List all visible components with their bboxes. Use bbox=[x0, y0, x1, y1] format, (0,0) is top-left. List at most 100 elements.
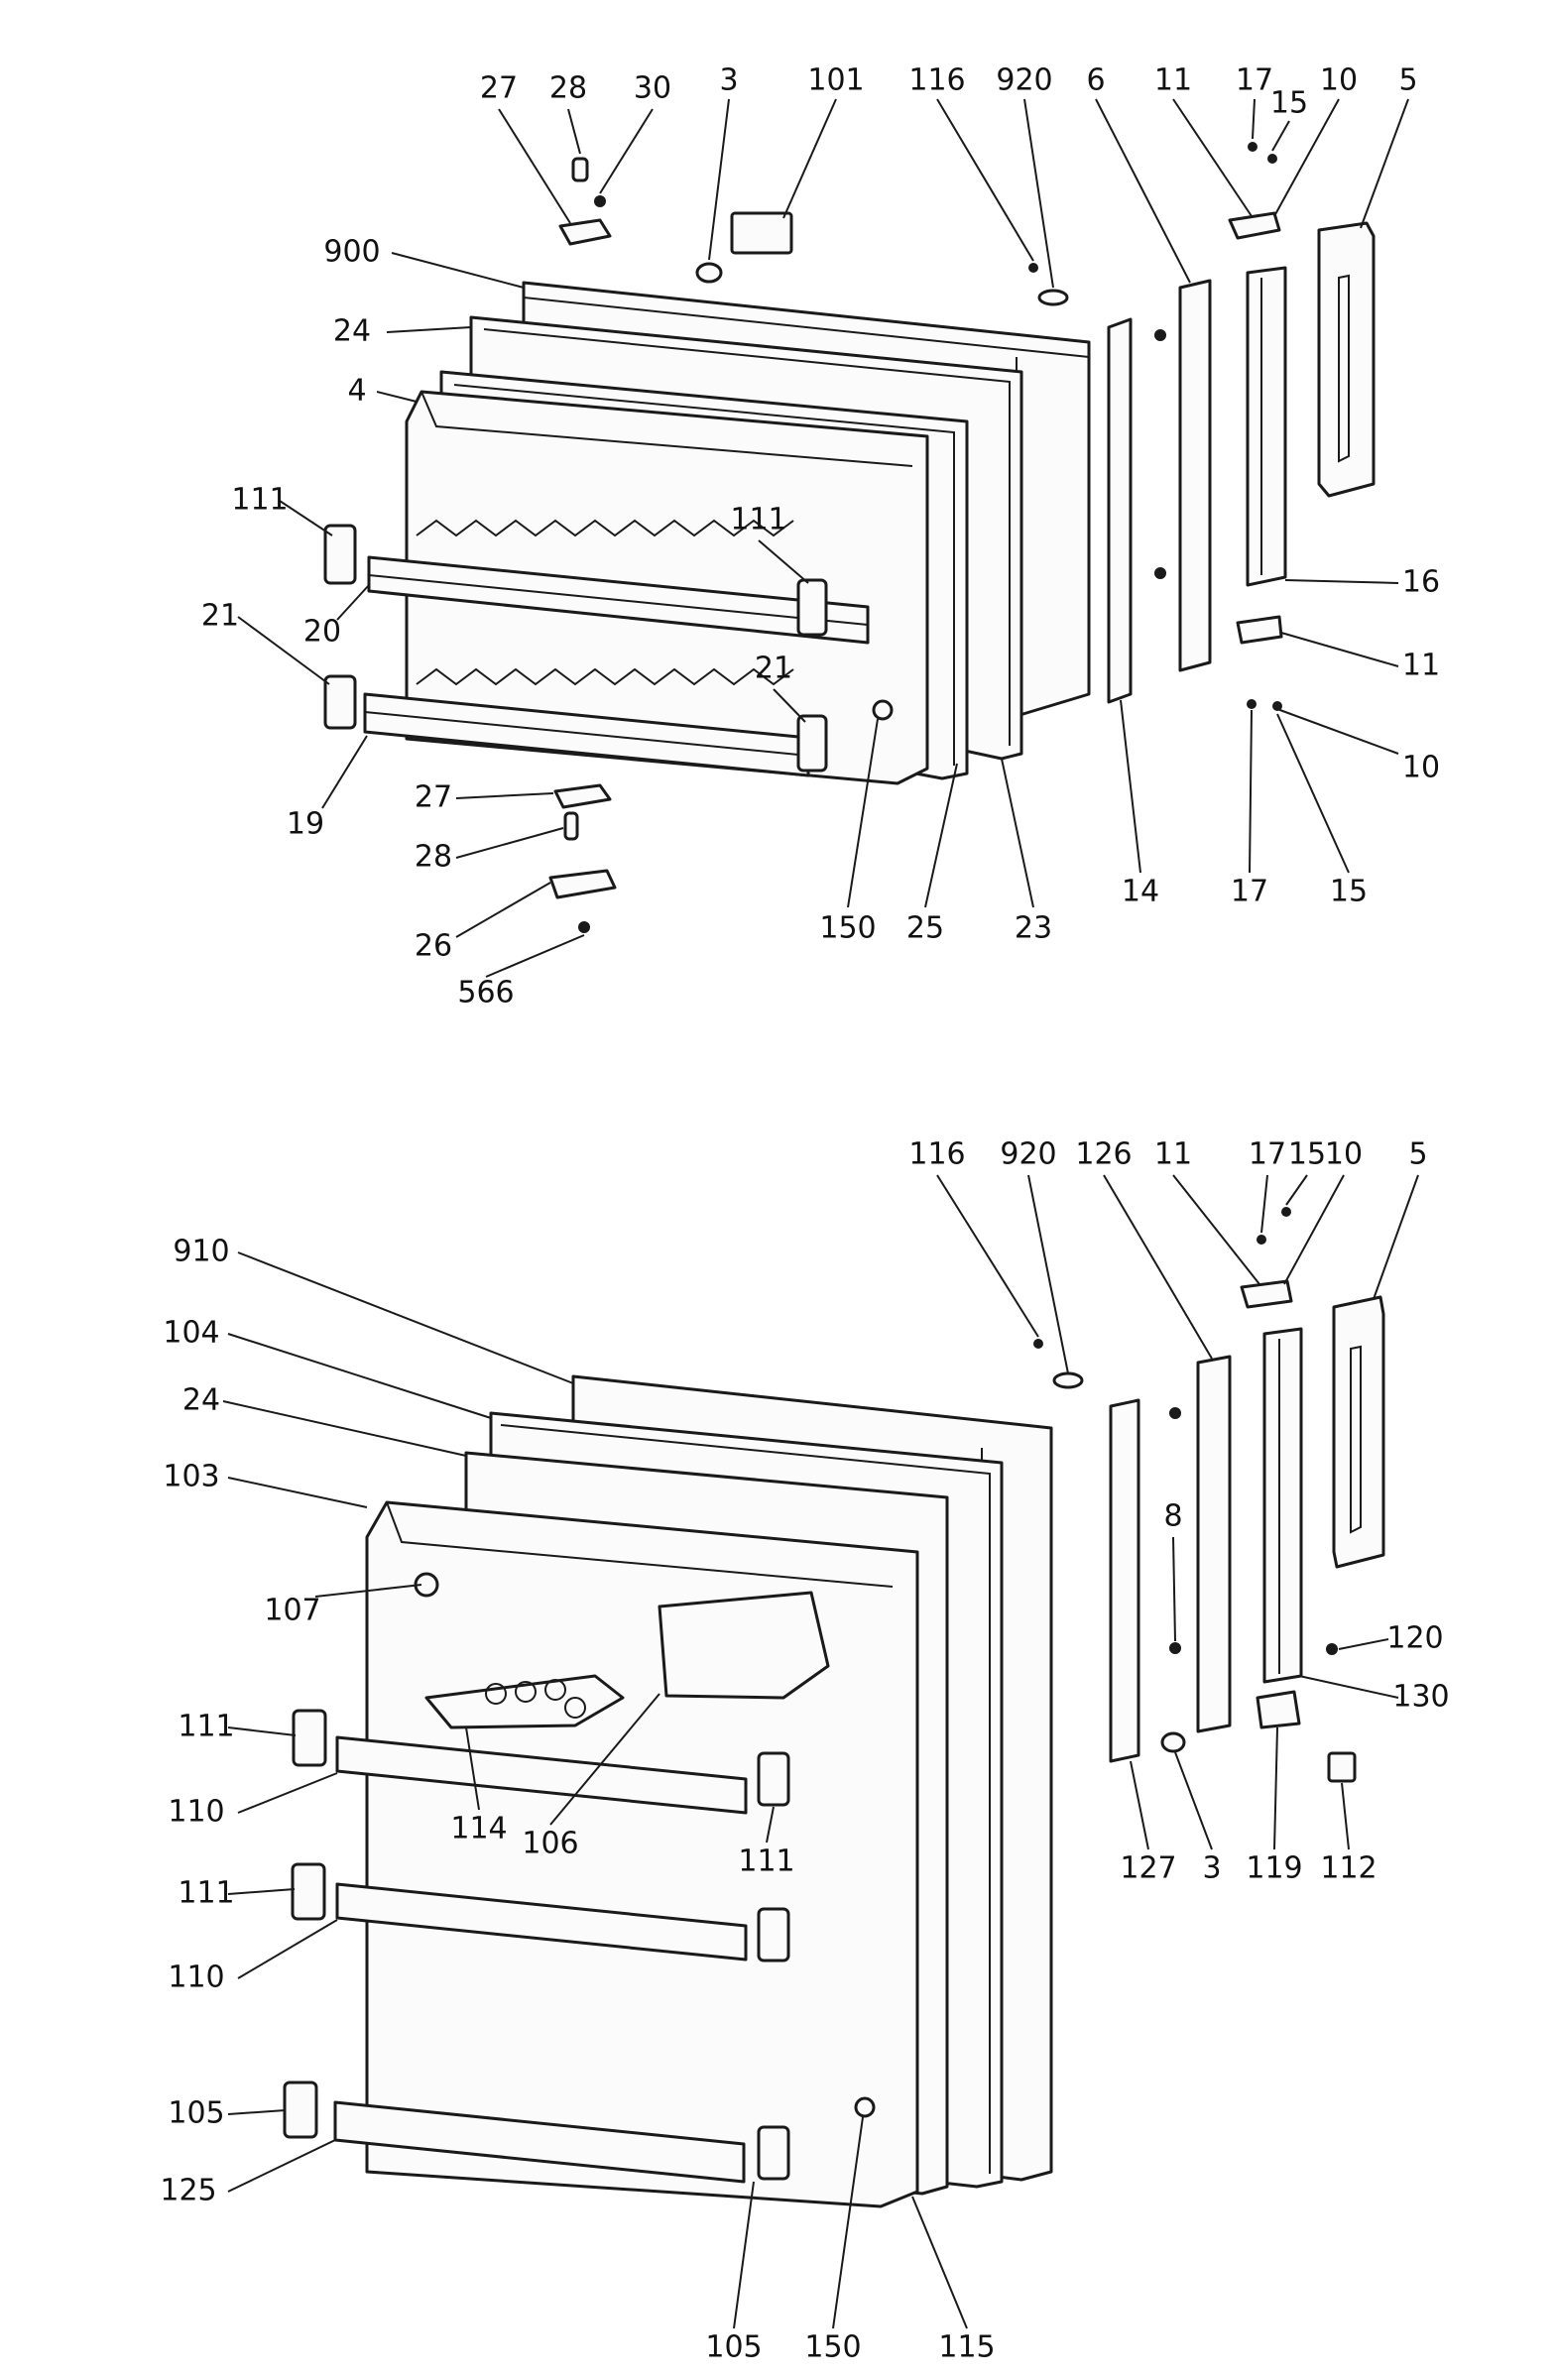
leader-line bbox=[1120, 699, 1141, 874]
leader-line bbox=[1284, 579, 1399, 584]
callout-150-fresh: 150 bbox=[804, 2330, 861, 2365]
leader-line bbox=[321, 735, 368, 809]
bracket-105-right-bottom bbox=[757, 2125, 790, 2181]
leader-line bbox=[1103, 1174, 1213, 1360]
leader-line bbox=[455, 792, 554, 799]
clip-112 bbox=[1327, 1751, 1357, 1783]
hinge-cap-27 bbox=[558, 218, 612, 246]
leader-line bbox=[1023, 98, 1054, 289]
leader-line bbox=[1273, 1726, 1278, 1850]
callout-125: 125 bbox=[160, 2174, 216, 2208]
handle-end-cap-11-bottom bbox=[1236, 615, 1283, 645]
callout-15-fresh: 15 bbox=[1288, 1137, 1326, 1172]
leader-line bbox=[237, 616, 330, 685]
handle-trim-16 bbox=[1246, 266, 1287, 587]
screw-120 bbox=[1326, 1643, 1338, 1655]
leader-line bbox=[227, 2139, 336, 2193]
callout-566: 566 bbox=[457, 976, 514, 1011]
callout-920-fresh: 920 bbox=[1000, 1137, 1056, 1172]
leader-line bbox=[1271, 120, 1290, 152]
leader-line bbox=[314, 1584, 422, 1598]
leader-line bbox=[1260, 1174, 1268, 1234]
shelf-bracket-right-lower bbox=[796, 714, 828, 773]
leader-line bbox=[336, 584, 370, 621]
leader-line bbox=[567, 108, 581, 155]
leader-lines bbox=[222, 98, 1419, 2329]
leader-line bbox=[1280, 632, 1399, 667]
leader-line bbox=[1360, 98, 1409, 229]
callout-103: 103 bbox=[163, 1460, 219, 1494]
fresh-callouts: 116 920 126 11 17 15 10 5 910 104 24 103… bbox=[160, 1137, 1449, 2365]
callout-6: 6 bbox=[1086, 63, 1105, 98]
callout-5-fresh: 5 bbox=[1408, 1137, 1427, 1172]
handle-trim-130 bbox=[1262, 1327, 1303, 1684]
fresh-food-door-assembly bbox=[283, 1207, 1385, 2208]
callout-105-b: 105 bbox=[705, 2330, 762, 2365]
leader-line bbox=[1174, 1751, 1213, 1850]
stop-150-fresh bbox=[854, 2096, 876, 2118]
leader-line bbox=[227, 1477, 368, 1508]
fresh-inner-liner bbox=[365, 1500, 919, 2208]
trim-strip-127 bbox=[1109, 1398, 1140, 1763]
screw-17-top bbox=[1248, 142, 1258, 152]
door-shelf-bottom bbox=[333, 2100, 746, 2184]
leader-line bbox=[766, 1806, 775, 1844]
callout-110: 110 bbox=[168, 1795, 224, 1830]
end-cap-119 bbox=[1256, 1690, 1301, 1729]
callout-910: 910 bbox=[173, 1235, 229, 1269]
callout-24: 24 bbox=[333, 314, 371, 349]
callout-105: 105 bbox=[168, 2096, 224, 2131]
screw-17-fresh bbox=[1257, 1235, 1266, 1245]
callout-10-fresh: 10 bbox=[1325, 1137, 1363, 1172]
bracket-111-left-middle bbox=[291, 1862, 326, 1921]
leader-line bbox=[237, 1772, 338, 1814]
callout-24-fresh: 24 bbox=[182, 1383, 220, 1418]
callout-19: 19 bbox=[287, 807, 324, 842]
shelf-bracket-left-upper bbox=[323, 524, 357, 585]
stop-150 bbox=[872, 699, 894, 721]
leader-line bbox=[1001, 758, 1034, 908]
leader-line bbox=[1172, 1536, 1176, 1642]
callout-107: 107 bbox=[264, 1594, 320, 1628]
callout-21: 21 bbox=[201, 599, 239, 634]
callout-11: 11 bbox=[1154, 63, 1192, 98]
leader-line bbox=[465, 1726, 480, 1811]
leader-line bbox=[549, 1693, 660, 1826]
leader-line bbox=[599, 108, 654, 194]
leader-line bbox=[924, 763, 958, 908]
callout-15: 15 bbox=[1270, 86, 1308, 121]
leader-line bbox=[1273, 98, 1340, 217]
leader-line bbox=[1276, 713, 1350, 874]
hinge-cap-27-lower bbox=[553, 783, 612, 809]
callout-114: 114 bbox=[450, 1812, 507, 1846]
leader-line bbox=[1338, 1638, 1389, 1650]
leader-line bbox=[1373, 1174, 1419, 1300]
leader-line bbox=[498, 108, 571, 224]
callout-120: 120 bbox=[1386, 1621, 1443, 1656]
callout-111-fresh-b: 111 bbox=[738, 1844, 794, 1879]
leader-line bbox=[237, 1251, 574, 1384]
bracket-105-left-bottom bbox=[283, 2081, 318, 2139]
leader-line bbox=[1276, 708, 1399, 755]
screw-15-top bbox=[1267, 154, 1277, 164]
leader-line bbox=[758, 539, 809, 584]
callout-112: 112 bbox=[1320, 1851, 1377, 1886]
handle-5 bbox=[1317, 221, 1376, 498]
callout-127: 127 bbox=[1120, 1851, 1176, 1886]
shelf-bracket-right-upper bbox=[796, 578, 828, 637]
leader-line bbox=[1172, 1174, 1260, 1285]
callout-106: 106 bbox=[522, 1827, 578, 1861]
screw-8-fresh-lower bbox=[1169, 1642, 1181, 1654]
callout-30: 30 bbox=[634, 71, 671, 106]
leader-line bbox=[936, 98, 1034, 262]
leader-line bbox=[237, 1919, 338, 1979]
handle-end-cap-11-fresh bbox=[1240, 1279, 1293, 1309]
callout-101: 101 bbox=[807, 63, 864, 98]
bracket-111-right-middle bbox=[757, 1907, 790, 1963]
door-shelf-upper bbox=[335, 1735, 748, 1815]
leader-line bbox=[485, 934, 585, 978]
callout-16: 16 bbox=[1402, 565, 1440, 600]
callout-11-fresh: 11 bbox=[1154, 1137, 1192, 1172]
shelf-bracket-left-lower bbox=[323, 674, 357, 730]
callout-900: 900 bbox=[323, 235, 380, 270]
